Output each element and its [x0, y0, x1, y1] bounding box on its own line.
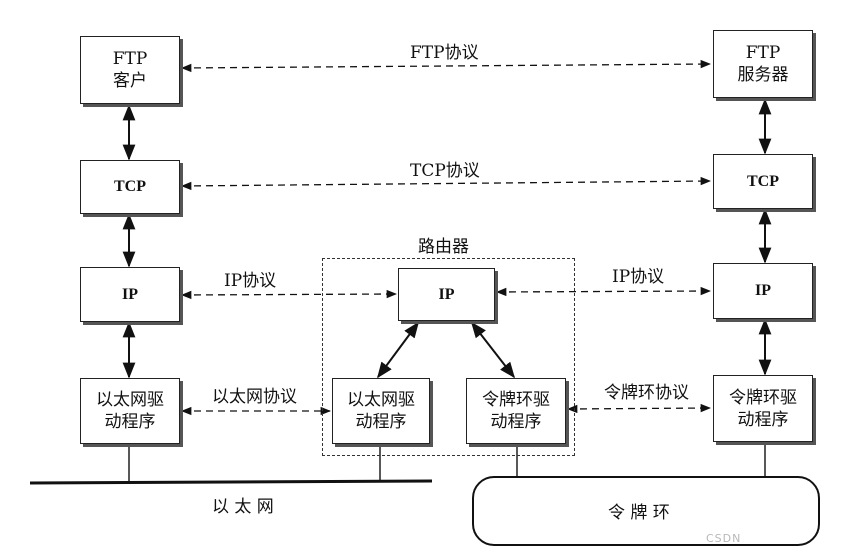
- ip-left-label: IP: [122, 285, 138, 303]
- ftp-protocol-label: FTP协议: [410, 43, 479, 63]
- ftp-protocol-line: [180, 59, 712, 73]
- ip-protocol-right-label: IP协议: [612, 267, 665, 287]
- ethernet-label: 以 太 网: [212, 497, 274, 517]
- tcp-protocol-label: TCP协议: [410, 161, 480, 181]
- ip-protocol-left-label: IP协议: [224, 271, 277, 291]
- ethernet-protocol-label: 以太网协议: [212, 387, 297, 407]
- tcp-left-label: TCP: [114, 178, 146, 195]
- ip-left-box: IP: [80, 267, 180, 322]
- token-driver-right-label: 令牌环驱 动程序: [729, 387, 797, 430]
- router-enclosure: [322, 258, 575, 456]
- token-driver-router-label: 令牌环驱 动程序: [482, 390, 550, 432]
- tcp-right-label: TCP: [747, 172, 779, 190]
- ftp-server-label: FTP 服务器: [737, 43, 789, 85]
- watermark: CSDN: [706, 532, 742, 545]
- ip-right-label: IP: [755, 282, 771, 299]
- router-label: 路由器: [418, 237, 469, 257]
- router-ip-token-link: [471, 321, 515, 379]
- eth-driver-left-box: 以太网驱 动程序: [80, 378, 180, 444]
- eth-driver-left-label: 以太网驱 动程序: [96, 390, 164, 432]
- token-ring-label: 令 牌 环: [608, 503, 670, 523]
- tcp-right-box: TCP: [713, 154, 813, 209]
- ftp-client-label: FTP 客户: [112, 49, 148, 91]
- ftp-client-box: FTP 客户: [80, 36, 180, 104]
- ip-right-box: IP: [713, 263, 813, 319]
- tcp-left-box: TCP: [80, 160, 180, 214]
- eth-driver-router-label: 以太网驱 动程序: [347, 390, 415, 432]
- ip-router-box: IP: [398, 268, 495, 321]
- ethernet-bus: [29, 479, 433, 485]
- router-ip-eth-link: [377, 321, 419, 379]
- ftp-server-box: FTP 服务器: [713, 30, 813, 98]
- token-ring-protocol-line: [566, 403, 712, 414]
- token-ring: [472, 476, 820, 546]
- eth-driver-router-box: 以太网驱 动程序: [332, 378, 430, 444]
- ip-router-label: IP: [438, 285, 455, 303]
- tcp-protocol-line: [180, 176, 712, 191]
- token-driver-router-box: 令牌环驱 动程序: [466, 378, 566, 444]
- token-ring-protocol-label: 令牌环协议: [604, 383, 689, 403]
- token-driver-right-box: 令牌环驱 动程序: [713, 375, 813, 442]
